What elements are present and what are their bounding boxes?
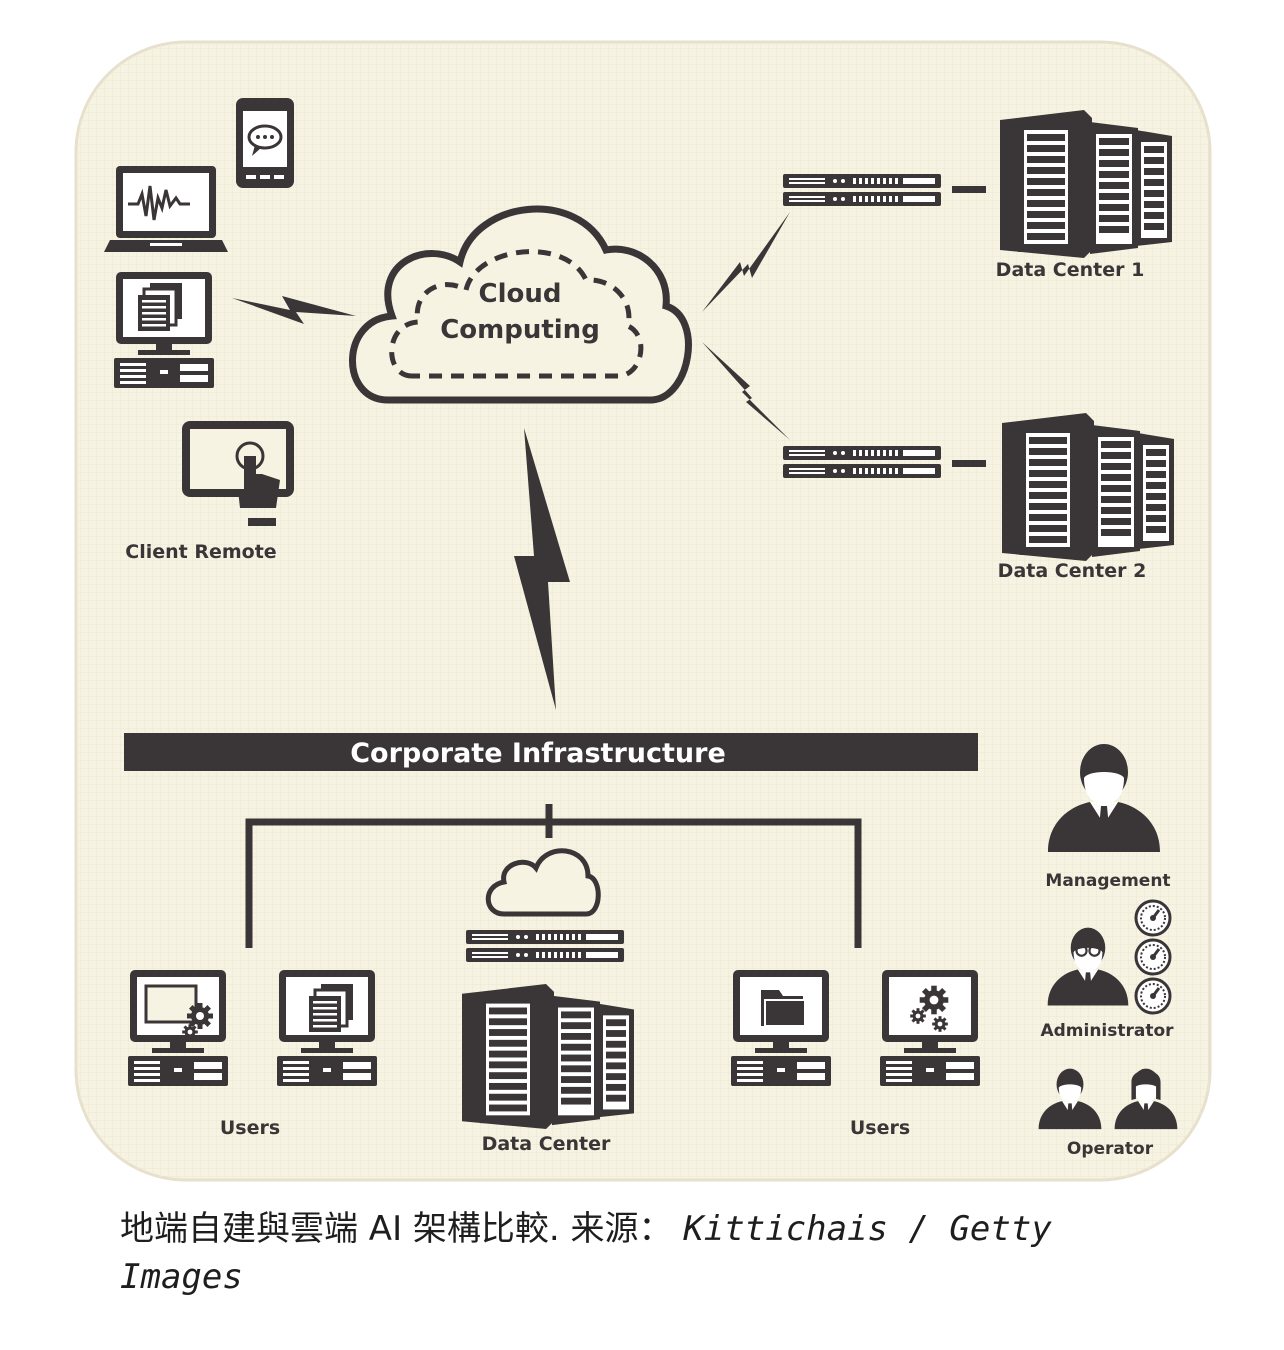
server-cabinet-icon [1000,110,1172,258]
users-right-label: Users [850,1117,910,1139]
connector-lines [245,804,862,948]
smartphone-icon [236,98,294,188]
touch-tablet-icon [182,421,294,526]
data-center-label: Data Center [482,1133,611,1155]
corporate-label: Corporate Infrastructure [350,738,726,769]
desktop-icon [128,970,228,1086]
administrator-label: Administrator [1040,1021,1174,1041]
lightning-icon [514,428,570,710]
lightning-icon [702,342,790,440]
cloud-label: Cloud [479,279,562,309]
server-cabinet-icon [1002,413,1174,561]
management-label: Management [1045,871,1170,891]
folder-icon [761,990,806,1027]
data-center-1-label: Data Center 1 [996,259,1145,281]
caption-text: 地端自建與雲端 AI 架構比較. 来源： [120,1209,673,1249]
person-icon [1047,927,1129,1006]
desktop-icon [277,970,377,1086]
caption-source: Kittichais / Getty Images [120,1209,1052,1297]
gauge-icon [1134,938,1172,976]
server-cabinet-icon [462,984,634,1129]
desktop-icon [880,970,980,1086]
cloud-label-line2: Computing [440,315,600,345]
gauge-icon [1134,977,1172,1015]
desktop-icon [731,970,831,1086]
person-icon [1114,1068,1178,1130]
figure-caption: 地端自建與雲端 AI 架構比較. 来源： Kittichais / Getty … [120,1205,1180,1301]
corporate-bar [124,733,978,771]
users-left-label: Users [220,1117,280,1139]
network-diagram: Client Remote Cloud Computing Data Cente… [74,40,1212,1182]
gauge-icon [1134,899,1172,937]
data-center-2-label: Data Center 2 [998,560,1147,582]
desktop-icon [114,272,214,388]
client-remote-label: Client Remote [125,541,276,563]
operator-label: Operator [1067,1139,1154,1159]
laptop-icon [104,166,228,252]
lightning-icon [232,296,356,324]
cloud-icon [349,205,692,404]
lightning-icon [702,212,790,312]
cloud-icon [485,848,601,917]
